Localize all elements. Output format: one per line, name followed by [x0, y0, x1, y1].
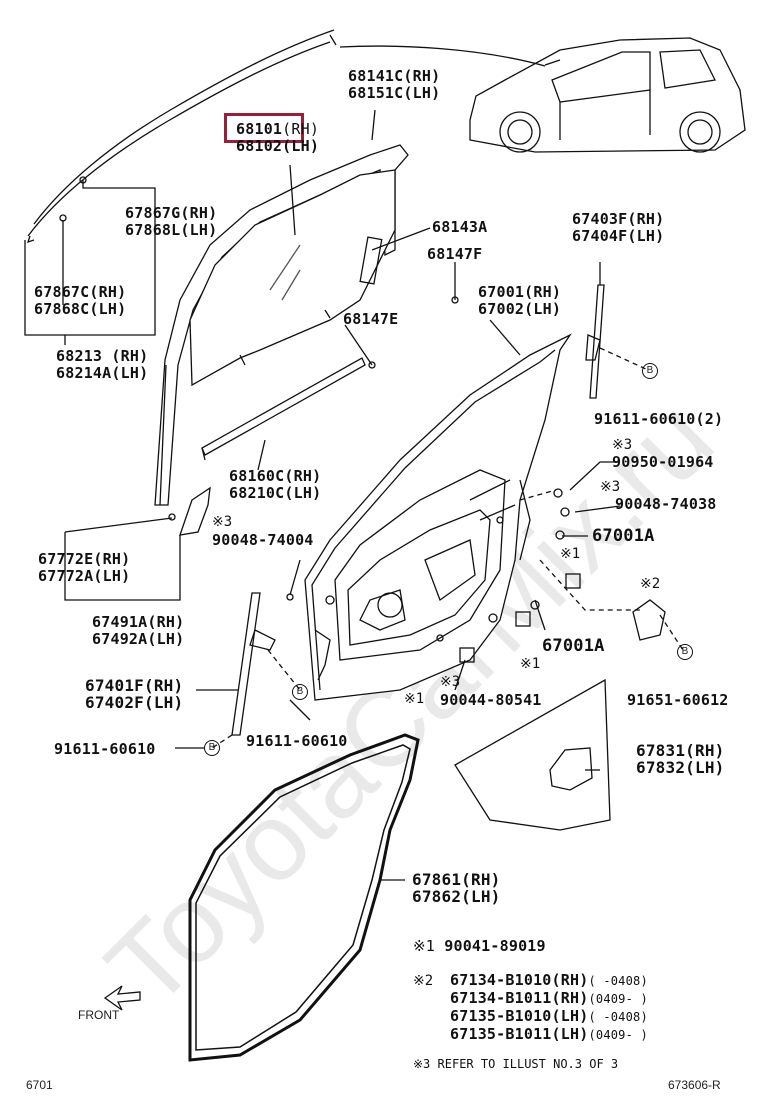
- label-67403f[interactable]: 67403F(RH)67404F(LH): [572, 210, 665, 245]
- label-68143a[interactable]: 68143A: [432, 218, 488, 236]
- clip: [565, 573, 581, 589]
- label-91611-mid[interactable]: 91611-60610: [246, 732, 348, 750]
- belt-molding: [201, 357, 366, 461]
- legend-note-1: ※1 90041-89019: [413, 937, 546, 955]
- label-90048-74038[interactable]: 90048-74038: [615, 495, 717, 513]
- marker-b: B: [204, 740, 220, 756]
- legend-note-3: ※3 REFER TO ILLUST NO.3 OF 3: [413, 1057, 619, 1071]
- mark-3-90044: ※3: [440, 674, 461, 690]
- roof-molding-strip: [26, 29, 337, 244]
- lower-channel-piece: [359, 236, 383, 285]
- label-91611-left[interactable]: 91611-60610: [54, 740, 156, 758]
- legend-note-2-rows: 67134-B1010(RH)( -0408) 67134-B1011(RH)(…: [450, 972, 648, 1044]
- marker-b: B: [677, 644, 693, 660]
- label-67491a[interactable]: 67491A(RH)67492A(LH): [92, 613, 185, 648]
- marker-b: B: [292, 684, 308, 700]
- label-68147f[interactable]: 68147F: [427, 245, 483, 263]
- legend-row: 67134-B1010(RH)( -0408): [450, 971, 648, 989]
- label-67867c[interactable]: 67867C(RH)67868C(LH): [34, 283, 127, 318]
- fastener: [560, 507, 570, 517]
- mark-1-upper: ※1: [560, 546, 581, 562]
- legend-note-2-mark: ※2: [413, 973, 434, 989]
- legend-row: 67135-B1011(LH)(0409- ): [450, 1025, 648, 1043]
- footer-right-code: 673606-R: [668, 1078, 721, 1092]
- regulator-rail-rear: [585, 284, 605, 399]
- legend-row: 67135-B1010(LH)( -0408): [450, 1007, 648, 1025]
- front-label: FRONT: [78, 1008, 120, 1022]
- mark-1-90044: ※1: [404, 691, 425, 707]
- label-68101[interactable]: 68101(RH) 68102(LH): [236, 120, 320, 155]
- mark-2: ※2: [640, 576, 661, 592]
- door-glass: [189, 169, 396, 387]
- mark-1-lower-right: ※1: [520, 656, 541, 672]
- legend-row: 67134-B1011(RH)(0409- ): [450, 989, 648, 1007]
- clip: [168, 513, 176, 521]
- footer-left-code: 6701: [26, 1078, 53, 1092]
- clip: [515, 611, 531, 627]
- label-67401f[interactable]: 67401F(RH)67402F(LH): [85, 676, 184, 712]
- label-67861[interactable]: 67861(RH)67862(LH): [412, 870, 501, 906]
- service-hole-cover: [454, 678, 611, 831]
- fastener: [555, 530, 565, 540]
- label-68160c[interactable]: 68160C(RH)68210C(LH): [229, 467, 322, 502]
- label-90950[interactable]: 90950-01964: [612, 453, 714, 471]
- label-67001[interactable]: 67001(RH)67002(LH): [478, 283, 562, 318]
- label-68213[interactable]: 68213 (RH)68214A(LH): [56, 347, 149, 382]
- window-motor: [632, 599, 666, 641]
- selected-part-highlight: [224, 113, 304, 143]
- clip: [459, 647, 475, 663]
- label-90044[interactable]: 90044-80541: [440, 691, 542, 709]
- car-silhouette: [469, 37, 746, 153]
- label-68141c[interactable]: 68141C(RH)68151C(LH): [348, 67, 441, 102]
- mark-3-74004: ※3: [212, 514, 233, 530]
- door-weatherstrip: [188, 733, 420, 1062]
- label-91611-2[interactable]: 91611-60610(2): [594, 410, 724, 428]
- regulator-rail-front: [231, 592, 276, 736]
- label-68147e[interactable]: 68147E: [343, 310, 399, 328]
- leader-lines: [24, 109, 621, 881]
- label-67001a-upper[interactable]: 67001A: [592, 526, 655, 546]
- label-91651[interactable]: 91651-60612: [627, 691, 729, 709]
- marker-b: B: [642, 363, 658, 379]
- fastener: [553, 488, 563, 498]
- clip: [368, 361, 376, 369]
- fastener: [488, 613, 498, 623]
- label-67001a-lower[interactable]: 67001A: [542, 636, 605, 656]
- front-arrow-icon: [103, 985, 141, 1011]
- corner-garnish: [179, 486, 211, 536]
- label-90048-74004[interactable]: 90048-74004: [212, 531, 314, 549]
- car-leader-line: [339, 45, 546, 67]
- mark-3-90950: ※3: [612, 437, 633, 453]
- label-67831[interactable]: 67831(RH)67832(LH): [636, 741, 725, 777]
- label-67772e[interactable]: 67772E(RH)67772A(LH): [38, 550, 131, 585]
- mark-3-90048: ※3: [600, 479, 621, 495]
- door-panel: [304, 333, 572, 701]
- label-67867g[interactable]: 67867G(RH)67868L(LH): [125, 204, 218, 239]
